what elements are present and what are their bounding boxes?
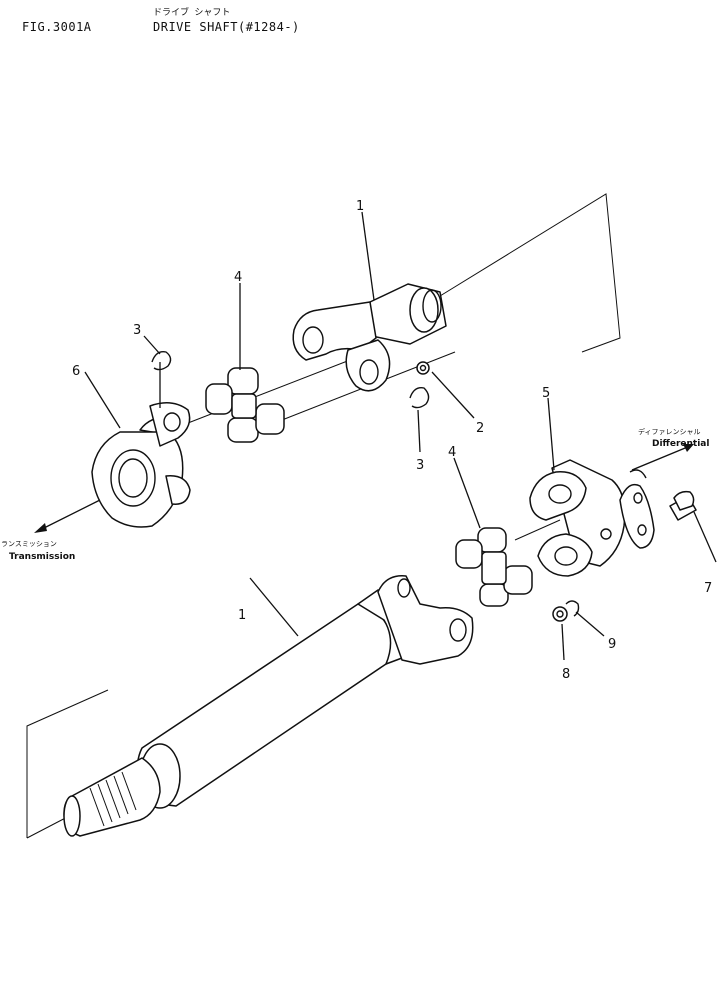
nut: [552, 606, 568, 622]
snap-ring-left: [151, 351, 172, 371]
differential-label-jp: ディファレンシャル: [638, 427, 701, 436]
figure-number: FIG.3001A: [22, 20, 92, 34]
callout-spider-upper: 4: [234, 270, 242, 285]
spider-upper: [205, 367, 285, 443]
callout-grease-fitting: 2: [476, 421, 484, 436]
callout-flange-yoke-left: 6: [72, 364, 80, 379]
callout-flange-yoke-right: 5: [542, 386, 550, 401]
callout-washer: 9: [608, 637, 616, 652]
snap-ring-right: [409, 387, 430, 409]
leader-lines: [84, 211, 717, 661]
transmission-label-en: Transmission: [9, 552, 75, 562]
grease-fitting: [416, 361, 430, 375]
flange-yoke-right: [529, 459, 626, 577]
callout-snap-ring-left: 3: [133, 323, 141, 338]
bolt: [669, 490, 697, 521]
callout-lower-shaft: 1: [238, 608, 246, 623]
differential-label-en: Differential: [652, 439, 709, 449]
direction-arrow-differential: [631, 444, 694, 471]
callout-spider-lower: 4: [448, 445, 456, 460]
transmission-label-jp: トランスミッション: [0, 540, 57, 548]
lower-drive-shaft: [63, 575, 474, 837]
spider-lower: [455, 527, 533, 607]
lock-plate: [619, 469, 655, 549]
callout-nut: 8: [562, 667, 570, 682]
flange-yoke-left: [91, 402, 191, 528]
upper-drive-shaft: [292, 283, 447, 392]
title-english: DRIVE SHAFT(#1284-): [153, 20, 300, 34]
callout-snap-ring-right: 3: [416, 458, 424, 473]
callout-bolt: 7: [704, 581, 712, 596]
title-japanese: ドライブ シャフト: [153, 8, 231, 18]
callout-upper-shaft: 1: [356, 199, 364, 214]
direction-arrow-transmission: [34, 499, 101, 533]
washer: [565, 600, 580, 617]
